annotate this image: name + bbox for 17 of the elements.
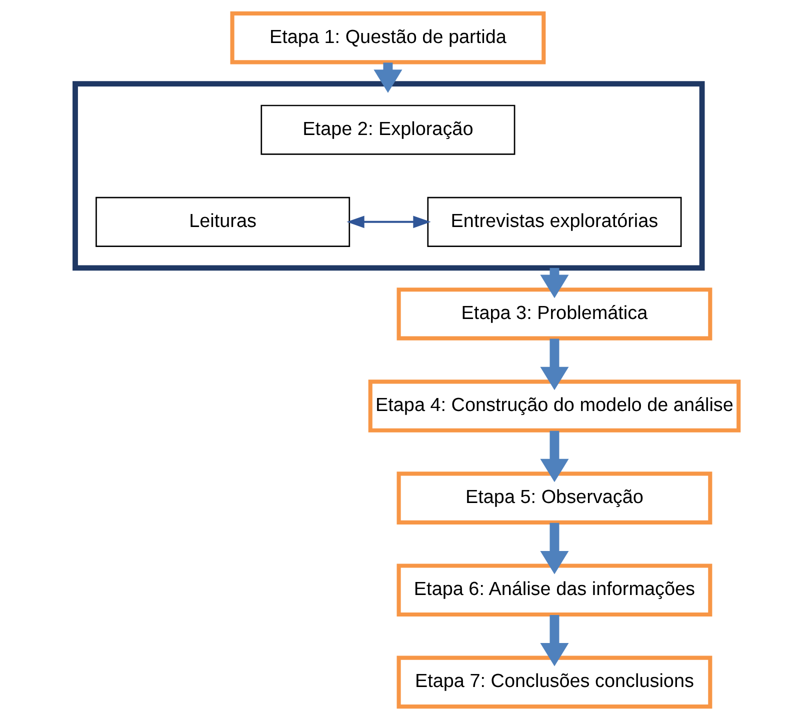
node-box: Etapa 4: Construção do modelo de análise <box>368 380 741 432</box>
node-box: Etapa 7: Conclusões conclusions <box>396 656 712 709</box>
node-box: Etapa 3: Problemática <box>396 288 712 340</box>
arrow <box>540 522 569 574</box>
arrow <box>540 614 569 666</box>
cluster <box>72 81 705 271</box>
node-box: Leituras <box>96 196 350 247</box>
node-box: Entrevistas exploratórias <box>427 196 682 247</box>
arrow <box>374 62 402 93</box>
arrow <box>540 268 569 298</box>
node-box: Etapa 5: Observação <box>396 472 712 524</box>
node-box: Etapa 1: Questão de partida <box>230 11 546 64</box>
arrow <box>540 430 569 482</box>
arrow <box>540 338 569 390</box>
node-box: Etape 2: Exploração <box>260 104 516 155</box>
node-box: Etapa 6: Análise das informações <box>396 564 712 617</box>
arrow <box>346 216 431 228</box>
